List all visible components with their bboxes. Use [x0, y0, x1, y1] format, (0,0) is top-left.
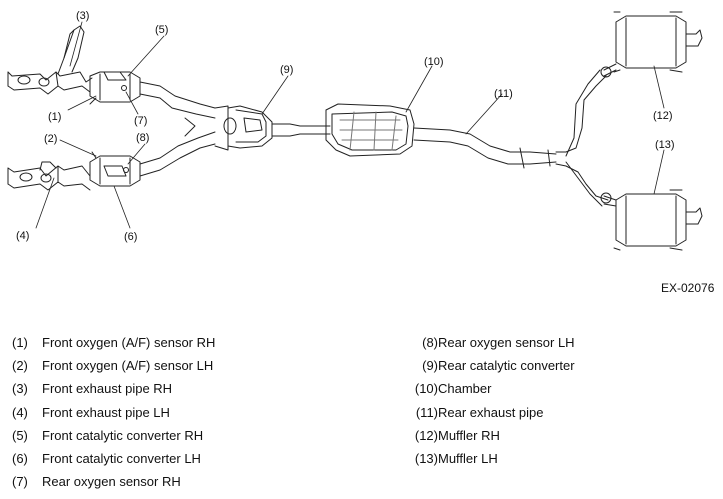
legend-num: (8): [422, 335, 438, 350]
muffler-lh: [603, 189, 703, 251]
callout-8: (8): [136, 132, 149, 144]
legend-num: (3): [12, 381, 28, 397]
muffler-rh: [603, 11, 703, 77]
callout-9: (9): [280, 64, 293, 76]
legend-item-4: (4) Front exhaust pipe LH: [12, 401, 342, 424]
legend-text: Front oxygen (A/F) sensor RH: [42, 335, 216, 350]
legend-num: (11): [415, 404, 438, 420]
legend-text: Rear catalytic converter: [438, 358, 575, 374]
legend-text: Front catalytic converter LH: [42, 450, 201, 466]
legend-right: (8)Rear oxygen sensor LH (9)Rear catalyt…: [398, 331, 723, 470]
legend-text: Muffler LH: [438, 450, 498, 466]
legend-text: Front oxygen (A/F) sensor LH: [42, 358, 214, 374]
legend-item-5: (5) Front catalytic converter RH: [12, 424, 342, 447]
chamber: [325, 103, 415, 157]
legend-item-1: (1) Front oxygen (A/F) sensor RH: [12, 331, 342, 354]
legend-item-12: (12)Muffler RH: [398, 424, 723, 447]
callout-5: (5): [155, 24, 168, 36]
legend-text: Chamber: [438, 381, 492, 397]
legend-text: Muffler RH: [438, 427, 500, 443]
legend-num: (9): [422, 358, 438, 374]
legend-num: (1): [12, 335, 28, 350]
legend-item-8: (8)Rear oxygen sensor LH: [398, 331, 723, 354]
figure-id: EX-02076: [661, 281, 715, 295]
callout-7: (7): [134, 115, 147, 127]
legend-num: (12): [414, 427, 438, 443]
legend-text: Rear exhaust pipe: [438, 404, 544, 420]
callout-4: (4): [16, 230, 29, 242]
callout-12: (12): [653, 110, 673, 122]
legend-num: (6): [12, 450, 28, 466]
exhaust-system-diagram: (3) (5) (1) (7) (2) (8) (4) (6) (9) (10)…: [7, 10, 703, 251]
legend-num: (7): [12, 474, 28, 490]
legend-item-2: (2) Front oxygen (A/F) sensor LH: [12, 354, 342, 377]
callout-1: (1): [48, 111, 61, 123]
legend-num: (5): [12, 427, 28, 443]
front-catalytic-converter-rh: [89, 71, 216, 119]
legend-text: Rear oxygen sensor RH: [42, 474, 181, 490]
legend-item-13: (13)Muffler LH: [398, 447, 723, 470]
callout-13: (13): [655, 139, 675, 151]
legend-num: (10): [414, 381, 438, 397]
callout-11: (11): [494, 88, 513, 100]
legend-item-6: (6) Front catalytic converter LH: [12, 447, 342, 470]
legend-left: (1) Front oxygen (A/F) sensor RH (2) Front…: [12, 331, 342, 493]
rear-catalytic-converter: [184, 105, 331, 151]
legend-num: (4): [12, 404, 28, 420]
legend-item-10: (10)Chamber: [398, 377, 723, 400]
legend-text: Rear oxygen sensor LH: [438, 335, 575, 350]
callout-10: (10): [424, 56, 444, 68]
legend-item-11: (11)Rear exhaust pipe: [398, 401, 723, 424]
callout-2: (2): [44, 133, 57, 145]
legend-text: Front catalytic converter RH: [42, 427, 204, 443]
callout-3: (3): [76, 10, 89, 22]
front-exhaust-pipe-lh: [7, 161, 91, 191]
legend-item-9: (9)Rear catalytic converter: [398, 354, 723, 377]
legend-num: (13): [414, 450, 438, 466]
callout-6: (6): [124, 231, 137, 243]
legend-item-7: (7) Rear oxygen sensor RH: [12, 470, 342, 493]
legend-text: Front exhaust pipe RH: [42, 381, 173, 397]
front-catalytic-converter-lh: [89, 131, 216, 187]
legend-item-3: (3) Front exhaust pipe RH: [12, 377, 342, 400]
legend-num: (2): [12, 358, 28, 374]
front-exhaust-pipe-rh: [7, 25, 93, 95]
legend-text: Front exhaust pipe LH: [42, 404, 170, 420]
